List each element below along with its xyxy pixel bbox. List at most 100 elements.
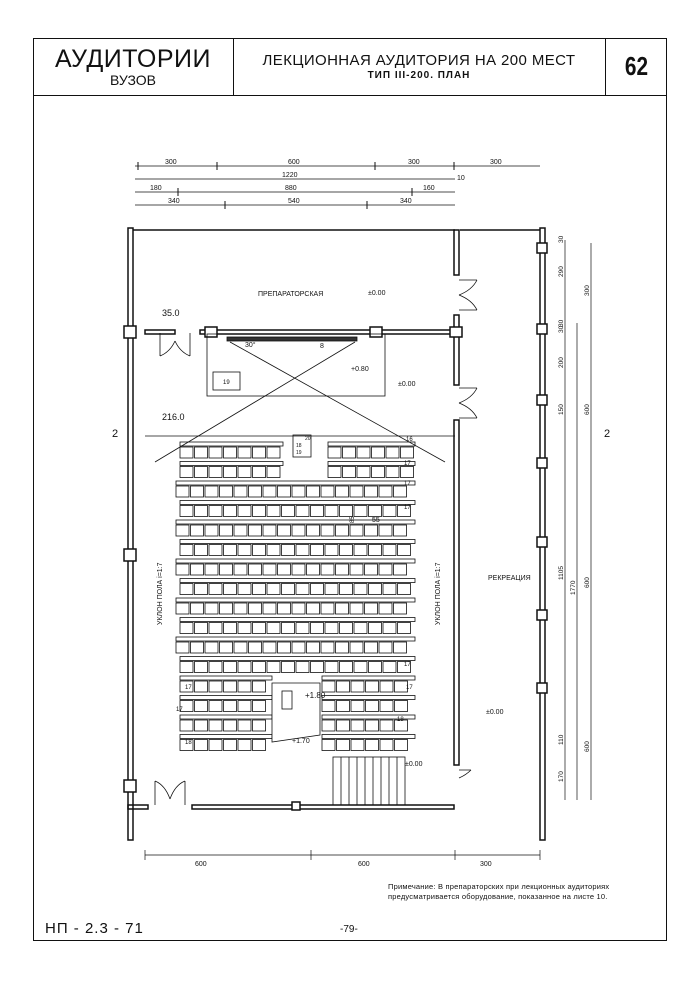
seat: [204, 524, 219, 537]
seat: [179, 680, 194, 693]
seat: [208, 739, 223, 751]
seat: [281, 505, 295, 517]
seat: [248, 563, 262, 576]
right-dimensions: 3029030302001501105110170177030060060060…: [558, 235, 592, 800]
seat: [179, 622, 194, 634]
seat: [335, 641, 349, 654]
seat: [194, 739, 208, 751]
seat: [252, 719, 266, 732]
desk-row: [179, 675, 273, 681]
level-bottom: +1.70: [292, 738, 310, 745]
bottom-dimensions: 600 600 300: [144, 850, 541, 868]
row-label: 17: [404, 662, 411, 668]
seat: [394, 680, 408, 693]
seat: [335, 563, 349, 576]
dim-top-3-1: 180: [150, 185, 162, 192]
seat: [219, 641, 233, 654]
desk-row: [179, 578, 416, 583]
row-label: 18: [397, 717, 404, 723]
seat: [248, 641, 262, 654]
seat: [321, 739, 336, 751]
seat: [310, 505, 324, 517]
seat: [320, 563, 335, 576]
seat: [353, 505, 368, 517]
seat: [223, 505, 237, 517]
desk-row: [175, 558, 416, 564]
series-title: АУДИТОРИИ: [55, 44, 211, 73]
seat: [175, 602, 190, 615]
seat: [295, 661, 310, 673]
seat: [262, 524, 277, 537]
seat: [262, 485, 277, 498]
seat: [179, 719, 194, 732]
sheet-frame: [33, 38, 667, 941]
seat: [335, 602, 349, 615]
seat: [262, 563, 277, 576]
dim-bottom-3: 300: [480, 861, 492, 868]
dim-right: 200: [558, 357, 565, 368]
seat: [190, 485, 204, 498]
seat: [320, 641, 335, 654]
seat: [262, 641, 277, 654]
seat: [382, 505, 397, 517]
section-mark-left: 2: [112, 428, 118, 440]
seat: [204, 641, 219, 654]
seat: [219, 524, 233, 537]
desk-row: [179, 656, 416, 661]
row-label: 17: [404, 481, 411, 487]
seat: [335, 524, 349, 537]
seat: [356, 466, 371, 478]
seat: [295, 622, 310, 634]
dim-top-4-2: 540: [288, 198, 300, 205]
seat: [349, 641, 364, 654]
note: Примечание: В препараторских при лекцион…: [388, 882, 609, 902]
doors: [154, 279, 478, 805]
seat: [382, 544, 397, 556]
desk-row: [175, 480, 416, 486]
seat: [310, 583, 324, 595]
row-label: 17: [185, 685, 192, 691]
seat: [339, 622, 353, 634]
row-label: 18: [185, 740, 192, 746]
desk-row: [175, 636, 416, 642]
seat: [397, 583, 411, 595]
seat: [335, 485, 349, 498]
series-cell: АУДИТОРИИ ВУЗОВ: [33, 38, 234, 95]
seat: [233, 485, 248, 498]
seat: [295, 583, 310, 595]
seat: [310, 544, 324, 556]
seat: [342, 466, 356, 478]
dim-right: 290: [558, 266, 565, 277]
seat: [365, 680, 379, 693]
level-recreation: ±0.00: [486, 709, 504, 716]
seat: [266, 446, 281, 459]
seat: [379, 739, 394, 751]
seat: [397, 505, 411, 517]
seat: [252, 680, 266, 693]
desk-row: [175, 597, 416, 603]
row-label: 17: [404, 505, 411, 511]
angle-mark: 30°: [245, 341, 256, 349]
level-corridor: ±0.00: [398, 381, 416, 388]
seat: [266, 505, 281, 517]
seat: [306, 524, 320, 537]
desk-row: [179, 734, 273, 739]
seat: [190, 641, 204, 654]
seat: [394, 700, 408, 712]
row-label: 17: [176, 707, 183, 713]
seat: [281, 583, 295, 595]
seat: [194, 466, 208, 478]
seat: [324, 661, 339, 673]
seat: [368, 661, 382, 673]
seat: [356, 446, 371, 459]
demo-mark-b: 19: [296, 450, 302, 456]
seat: [208, 583, 223, 595]
seat: [378, 641, 393, 654]
seat: [252, 544, 266, 556]
seat: [310, 622, 324, 634]
top-dimensions: 300 600 300 300 1220 10 180 880 160 340 …: [135, 159, 540, 209]
seat: [204, 602, 219, 615]
room-prep-label: ПРЕПАРАТОРСКАЯ: [258, 291, 323, 298]
seat: [350, 700, 365, 712]
